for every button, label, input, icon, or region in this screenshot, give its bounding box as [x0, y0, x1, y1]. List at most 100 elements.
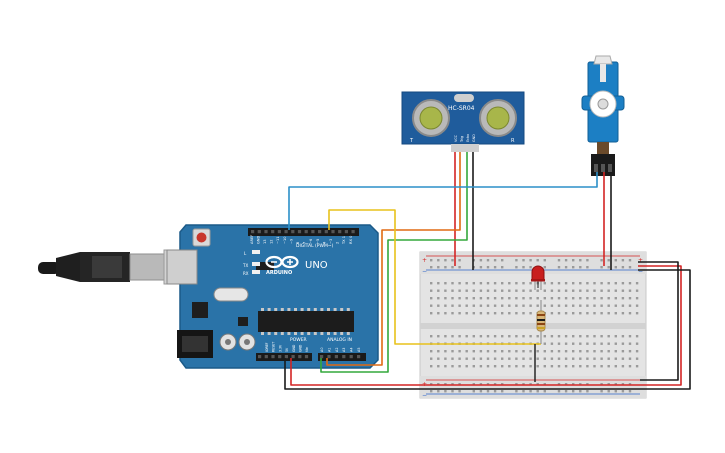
breadboard-hole[interactable] — [430, 350, 433, 353]
breadboard-hole[interactable] — [600, 304, 603, 307]
analog-pin[interactable] — [327, 355, 331, 359]
breadboard-hole[interactable] — [451, 365, 454, 368]
breadboard-hole[interactable] — [493, 365, 497, 368]
breadboard-hole[interactable] — [522, 365, 525, 368]
breadboard-hole[interactable] — [536, 297, 539, 300]
rail-hole[interactable] — [444, 390, 447, 393]
breadboard-hole[interactable] — [607, 289, 610, 292]
digital-pin[interactable] — [344, 230, 348, 234]
breadboard-hole[interactable] — [430, 282, 433, 285]
rail-hole[interactable] — [479, 266, 483, 269]
breadboard-hole[interactable] — [444, 304, 447, 307]
breadboard-hole[interactable] — [437, 357, 440, 360]
breadboard-hole[interactable] — [621, 282, 625, 285]
breadboard-hole[interactable] — [621, 289, 625, 292]
rail-hole[interactable] — [479, 390, 483, 393]
rail-hole[interactable] — [486, 390, 490, 393]
rail-hole[interactable] — [515, 259, 518, 262]
breadboard-hole[interactable] — [437, 282, 440, 285]
rail-hole[interactable] — [437, 266, 440, 269]
breadboard-hole[interactable] — [465, 350, 468, 353]
breadboard-hole[interactable] — [479, 357, 483, 360]
breadboard-hole[interactable] — [600, 312, 603, 315]
breadboard-hole[interactable] — [508, 304, 511, 307]
breadboard-hole[interactable] — [614, 289, 617, 292]
breadboard-hole[interactable] — [486, 282, 490, 285]
breadboard-hole[interactable] — [529, 335, 532, 338]
breadboard-hole[interactable] — [579, 312, 582, 315]
breadboard-hole[interactable] — [628, 342, 632, 345]
breadboard-hole[interactable] — [600, 342, 603, 345]
breadboard-hole[interactable] — [430, 365, 433, 368]
breadboard-hole[interactable] — [628, 312, 632, 315]
breadboard-hole[interactable] — [472, 312, 475, 315]
breadboard-hole[interactable] — [614, 304, 617, 307]
rail-hole[interactable] — [607, 390, 610, 393]
breadboard-hole[interactable] — [444, 350, 447, 353]
rail-hole[interactable] — [586, 259, 589, 262]
breadboard-hole[interactable] — [501, 350, 504, 353]
breadboard-hole[interactable] — [593, 357, 596, 360]
breadboard-hole[interactable] — [579, 282, 582, 285]
breadboard-hole[interactable] — [479, 365, 483, 368]
breadboard-hole[interactable] — [593, 304, 596, 307]
breadboard-hole[interactable] — [543, 350, 546, 353]
breadboard-hole[interactable] — [607, 297, 610, 300]
analog-pin[interactable] — [320, 355, 324, 359]
breadboard-hole[interactable] — [614, 297, 617, 300]
rail-hole[interactable] — [600, 390, 603, 393]
breadboard-hole[interactable] — [486, 289, 490, 292]
breadboard-hole[interactable] — [444, 289, 447, 292]
breadboard-hole[interactable] — [593, 297, 596, 300]
rail-hole[interactable] — [437, 259, 440, 262]
breadboard-hole[interactable] — [543, 304, 546, 307]
rail-hole[interactable] — [493, 259, 497, 262]
breadboard-hole[interactable] — [586, 342, 589, 345]
breadboard-hole[interactable] — [635, 342, 639, 345]
rail-hole[interactable] — [543, 259, 546, 262]
breadboard-hole[interactable] — [635, 335, 639, 338]
breadboard-hole[interactable] — [522, 350, 525, 353]
breadboard-hole[interactable] — [479, 350, 483, 353]
breadboard-hole[interactable] — [614, 282, 617, 285]
digital-pin[interactable] — [318, 230, 322, 234]
rail-hole[interactable] — [557, 266, 561, 269]
breadboard-hole[interactable] — [543, 297, 546, 300]
rail-hole[interactable] — [557, 259, 561, 262]
breadboard-hole[interactable] — [458, 282, 461, 285]
breadboard-hole[interactable] — [600, 357, 603, 360]
digital-pin[interactable] — [291, 230, 295, 234]
rail-hole[interactable] — [458, 266, 461, 269]
breadboard-hole[interactable] — [564, 365, 568, 368]
rail-hole[interactable] — [557, 390, 561, 393]
breadboard-hole[interactable] — [607, 357, 610, 360]
breadboard-hole[interactable] — [522, 304, 525, 307]
breadboard-hole[interactable] — [486, 297, 490, 300]
breadboard-hole[interactable] — [430, 335, 433, 338]
breadboard-hole[interactable] — [479, 304, 483, 307]
rail-hole[interactable] — [621, 259, 625, 262]
digital-pin[interactable] — [331, 230, 335, 234]
breadboard-hole[interactable] — [607, 350, 610, 353]
breadboard-hole[interactable] — [515, 350, 518, 353]
breadboard-hole[interactable] — [444, 282, 447, 285]
breadboard-hole[interactable] — [472, 335, 475, 338]
rail-hole[interactable] — [614, 390, 617, 393]
rail-hole[interactable] — [472, 390, 475, 393]
breadboard-hole[interactable] — [472, 357, 475, 360]
breadboard-hole[interactable] — [479, 312, 483, 315]
breadboard-hole[interactable] — [543, 365, 546, 368]
breadboard-hole[interactable] — [557, 282, 561, 285]
breadboard-hole[interactable] — [437, 289, 440, 292]
breadboard-hole[interactable] — [593, 312, 596, 315]
rail-hole[interactable] — [522, 390, 525, 393]
breadboard-hole[interactable] — [557, 357, 561, 360]
breadboard-hole[interactable] — [486, 365, 490, 368]
rail-hole[interactable] — [628, 390, 632, 393]
breadboard-hole[interactable] — [444, 357, 447, 360]
power-pin[interactable] — [298, 355, 302, 359]
breadboard-hole[interactable] — [465, 335, 468, 338]
breadboard-hole[interactable] — [557, 312, 561, 315]
analog-pin[interactable] — [357, 355, 361, 359]
breadboard-hole[interactable] — [564, 350, 568, 353]
